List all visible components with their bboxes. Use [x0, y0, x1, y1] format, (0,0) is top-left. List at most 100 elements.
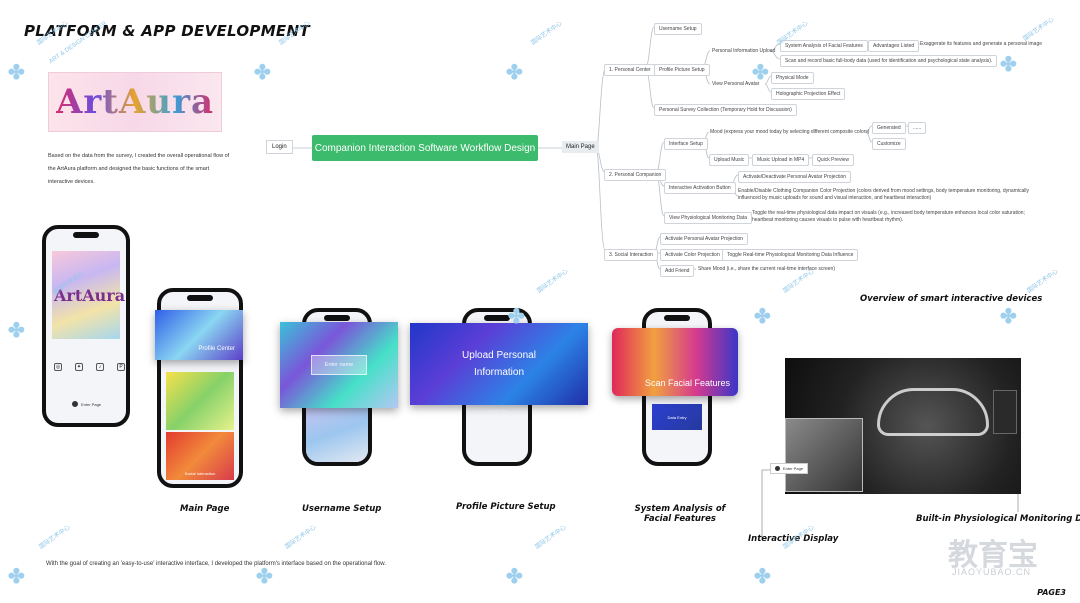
mindmap-interactive-activation: Interactive Activation Button [664, 182, 736, 194]
watermark-text-cn: 国际艺术中心 [38, 524, 72, 551]
view-profile-label[interactable]: View Profile [486, 408, 508, 413]
intro-description: Based on the data from the survey, I cre… [48, 153, 230, 185]
mindmap-interface-setup: Interface Setup [664, 138, 708, 150]
mindmap-scan-record: Scan and record basic full-body data (us… [780, 55, 998, 67]
mindmap-system-analysis: System Analysis of Facial Features [780, 40, 868, 52]
mindmap-personal-info-upload: Personal Information Upload [712, 48, 776, 54]
label-profile-picture-setup: Profile Picture Setup [456, 502, 556, 512]
mindmap-activate-projection: Activate Personal Avatar Projection [660, 233, 749, 245]
mindmap-main-node: Companion Interaction Software Workflow … [312, 135, 538, 161]
watermark-logo-icon: ✤ [8, 62, 25, 84]
mindmap-toggle-physio: Toggle Real-time Physiological Monitorin… [722, 249, 859, 261]
mindmap-login: Login [266, 140, 293, 154]
device-detail-photo [785, 418, 863, 492]
enter-page-small-label: Enter Page [783, 466, 804, 471]
watermark-logo-icon: ✤ [8, 566, 25, 588]
enter-dot-icon [72, 401, 78, 407]
data-entry-button[interactable]: Data Entry [652, 404, 702, 430]
device-module-graphic [993, 390, 1017, 434]
profile-center-label: Profile Center [198, 346, 235, 352]
mindmap-username-setup: Username Setup [654, 23, 702, 35]
brand-watermark-en: JIAOYUBAO.CN [952, 567, 1032, 577]
mindmap-profile-picture-setup: Profile Picture Setup [654, 64, 710, 76]
watermark-text-cn: 国际艺术中心 [530, 20, 564, 47]
username-card: Enter name [280, 322, 398, 408]
brand-watermark-cn: 教育宝 [948, 538, 1038, 573]
social-interaction-label: Social Interaction [184, 471, 216, 476]
twitter-icon[interactable]: ✦ [75, 363, 83, 371]
label-username-setup: Username Setup [302, 504, 382, 514]
profile-center-card[interactable]: Profile Center [155, 310, 243, 360]
label-overview: Overview of smart interactive devices [860, 294, 1043, 304]
main-card-yellow[interactable] [166, 372, 234, 430]
phone-notch [484, 315, 510, 321]
username-art-background [306, 402, 368, 462]
enter-page-label: Enter Page [81, 401, 102, 407]
mindmap-customize: Customize [872, 138, 906, 150]
mindmap-holographic: Holographic Projection Effect [771, 88, 846, 100]
mindmap-enable-disable: Enable/Disable Clothing Companion Color … [738, 188, 1029, 201]
mindmap-exaggerate: Exaggerate its features and generate a p… [920, 41, 1043, 47]
watermark-logo-icon: ✤ [1000, 306, 1017, 328]
phone-home: ArtAura ◎ ✦ ♪ P Enter Page [42, 225, 130, 427]
glasses-graphic [877, 388, 989, 436]
social-interaction-card[interactable]: Social Interaction [166, 432, 234, 480]
bottom-description: With the goal of creating an 'easy-to-us… [46, 561, 386, 567]
mindmap-survey-collection: Personal Survey Collection (Temporary Ho… [654, 104, 797, 116]
watermark-text-cn: 国际艺术中心 [536, 268, 570, 295]
scan-facial-card[interactable]: Scan Facial Features [612, 328, 738, 396]
home-art-background [52, 251, 120, 339]
home-logo: ArtAura [54, 286, 126, 305]
upload-personal-label: Upload Personal Information [462, 350, 536, 378]
enter-page-button[interactable]: Enter Page [72, 401, 101, 407]
mindmap-physical-mode: Physical Mode [771, 72, 814, 84]
label-builtin-device: Built-in Physiological Monitoring Device [916, 514, 1080, 524]
watermark-logo-icon: ✤ [1000, 54, 1017, 76]
mindmap-toggle-realtime: Toggle the real-time physiological data … [752, 210, 1025, 223]
watermark-logo-icon: ✤ [254, 62, 271, 84]
watermark-logo-icon: ✤ [508, 306, 525, 328]
mindmap-view-physio: View Physiological Monitoring Data [664, 212, 753, 224]
mindmap-personal-companion: 2. Personal Companion [604, 169, 667, 181]
watermark-logo-icon: ✤ [506, 62, 523, 84]
mindmap-generated: Generated [872, 122, 906, 134]
phone-notch [324, 315, 350, 321]
upload-personal-info-card[interactable]: Upload Personal Information [410, 323, 588, 405]
watermark-logo-icon: ✤ [8, 320, 25, 342]
watermark-logo-icon: ✤ [752, 62, 769, 84]
watermark-logo-icon: ✤ [754, 306, 771, 328]
mindmap-activate-color: Activate Color Projection [660, 249, 725, 261]
mindmap-view-personal-avatar: View Personal Avatar [712, 81, 760, 87]
mindmap-music-upload-mp4: Music Upload in MP4 [752, 154, 810, 166]
mindmap-main-page: Main Page [562, 141, 599, 153]
page-number: PAGE3 [1037, 588, 1066, 597]
watermark-text-cn: 国际艺术中心 [1026, 268, 1060, 295]
social-icons: ◎ ✦ ♪ P [54, 363, 125, 371]
watermark-logo-icon: ✤ [256, 566, 273, 588]
page-title: PLATFORM & APP DEVELOPMENT [24, 22, 310, 40]
label-system-analysis: System Analysis of Facial Features [634, 504, 726, 524]
tiktok-icon[interactable]: ♪ [96, 363, 104, 371]
artaura-logo: ArtAura [55, 82, 215, 122]
label-interactive-display: Interactive Display [748, 534, 839, 544]
username-input[interactable]: Enter name [311, 355, 367, 375]
artaura-logo-card: ArtAura [48, 72, 222, 132]
enter-page-chip[interactable]: Enter Page [770, 463, 809, 474]
phone-notch [664, 315, 690, 321]
watermark-text-cn: 国际艺术中心 [1022, 16, 1056, 43]
instagram-icon[interactable]: ◎ [54, 363, 62, 371]
watermark-text-cn: 国际艺术中心 [284, 524, 318, 551]
mindmap-ellipsis: ...... [908, 122, 927, 134]
mindmap-mood: Mood (express your mood today by selecti… [710, 129, 870, 135]
enter-dot-icon [775, 466, 780, 471]
watermark-logo-icon: ✤ [506, 566, 523, 588]
mindmap-activate-avatar: Activate/Deactivate Personal Avatar Proj… [738, 171, 852, 183]
watermark-logo-icon: ✤ [754, 566, 771, 588]
mindmap-social-interaction: 3. Social Interaction [604, 249, 658, 261]
mindmap-personal-center: 1. Personal Center [604, 64, 656, 76]
label-main-page: Main Page [180, 504, 230, 514]
phone-notch [187, 295, 213, 301]
pinterest-icon[interactable]: P [117, 363, 125, 371]
mindmap-add-friend: Add Friend [660, 265, 695, 277]
mindmap-advantages-listed: Advantages Listed [868, 40, 920, 52]
